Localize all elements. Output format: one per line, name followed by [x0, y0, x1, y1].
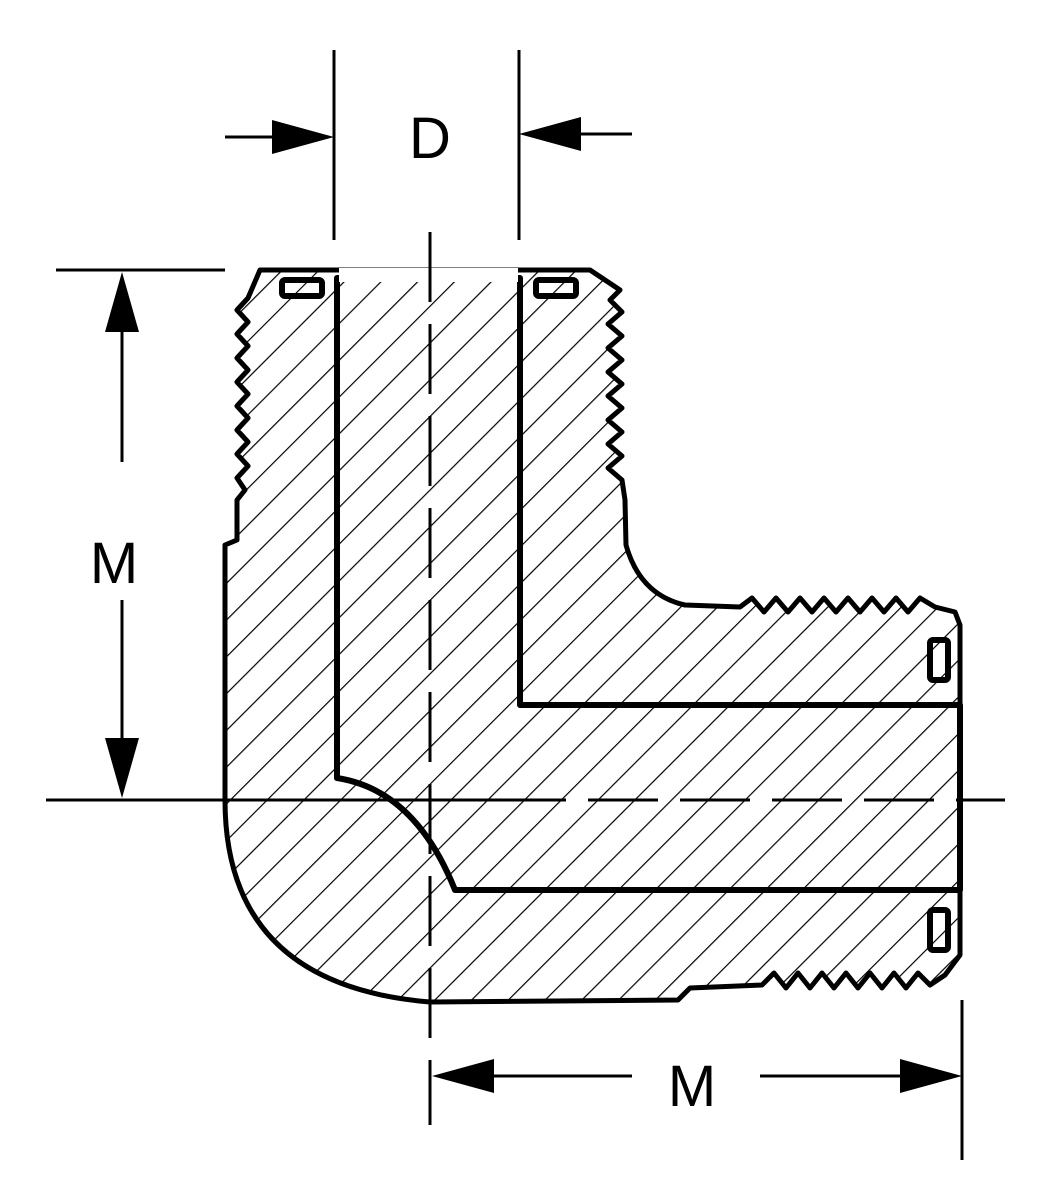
dim-m-horizontal-label: M [668, 1054, 716, 1119]
dim-d-arrow-left [272, 120, 334, 154]
dim-m-vertical-arrow-bottom [105, 738, 139, 798]
oring-groove-side-upper [927, 637, 951, 683]
dim-m-vertical-arrow-top [105, 272, 139, 332]
dim-m-horizontal-arrow-right [900, 1059, 962, 1093]
dim-m-horizontal-arrow-left [432, 1059, 494, 1093]
oring-groove-side-lower [927, 907, 951, 953]
dim-m-vertical-label: M [90, 531, 138, 596]
oring-groove-top-right [533, 277, 579, 299]
dim-d-arrow-right [519, 117, 581, 151]
oring-groove-top-left [279, 277, 325, 299]
dim-d-label: D [409, 106, 451, 171]
